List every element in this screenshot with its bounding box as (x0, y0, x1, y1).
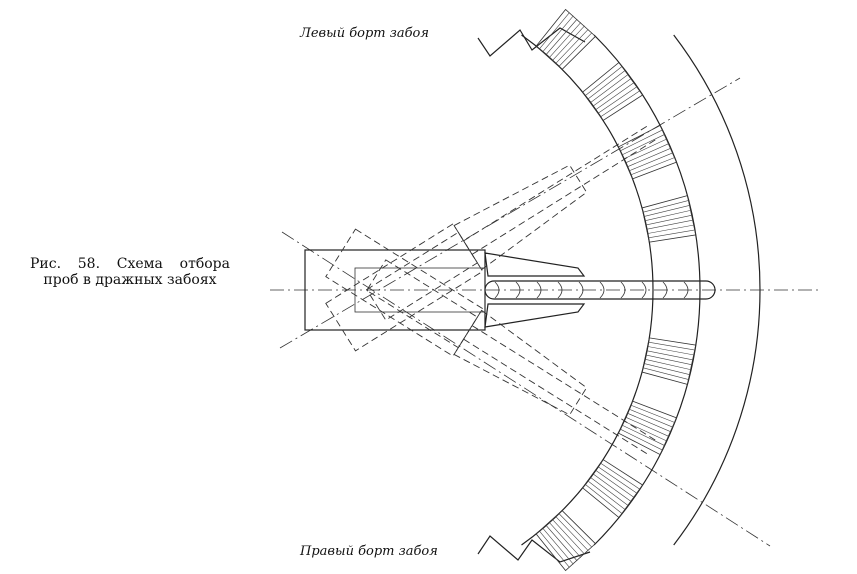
sample-block-2 (582, 61, 644, 121)
top-zigzag (477, 27, 586, 57)
left-side-label: Левый борт забоя (299, 26, 429, 41)
sample-block-8 (535, 510, 597, 572)
sample-block-3 (617, 124, 678, 180)
bucket-9 (662, 281, 668, 299)
dredge-position-right (325, 228, 659, 457)
bucket-2 (515, 281, 521, 299)
bucket-7 (620, 281, 626, 299)
bucket-10 (683, 281, 689, 299)
bucket-1 (494, 281, 500, 299)
sample-block-1 (535, 8, 597, 70)
right-side-label: Правый борт забоя (299, 544, 438, 559)
buckets (494, 281, 689, 299)
upper-axis (279, 77, 741, 349)
figure-caption: Рис. 58. Схема отбора проб в дражных заб… (30, 256, 230, 288)
sample-blocks (535, 8, 697, 572)
bottom-zigzag (477, 535, 591, 563)
bucket-6 (599, 281, 605, 299)
face-arc-2 (593, 34, 701, 546)
bucket-5 (578, 281, 584, 299)
lower-axis (281, 231, 771, 547)
bucket-8 (641, 281, 647, 299)
bucket-4 (557, 281, 563, 299)
bucket-3 (536, 281, 542, 299)
dredge-position-left (325, 123, 659, 352)
sample-block-7 (582, 459, 644, 519)
sample-block-6 (617, 400, 678, 456)
bucket-ladder (484, 280, 716, 300)
sample-block-4 (641, 195, 697, 243)
ladder-frame-bottom (484, 303, 586, 328)
ladder-frame-top (484, 252, 586, 277)
sample-block-5 (641, 337, 697, 385)
